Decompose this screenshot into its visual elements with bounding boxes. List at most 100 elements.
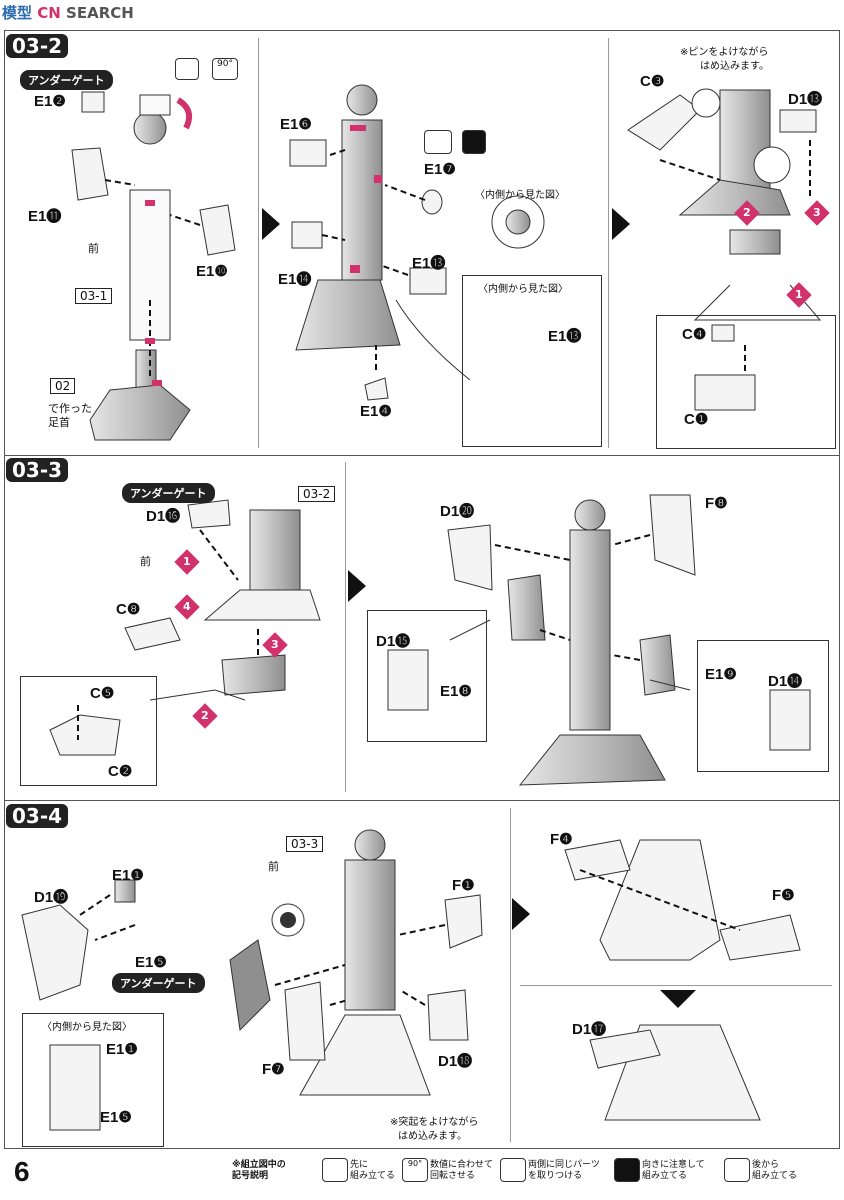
flow-arrow-right: [612, 208, 630, 240]
frame-bottom-line: [4, 1148, 840, 1149]
ref-box: 03-2: [298, 486, 336, 502]
part-label: D1⓱: [572, 1021, 607, 1038]
front-label: 前: [88, 242, 99, 255]
part-label: F❺: [772, 887, 795, 904]
part-label: E1⓭: [412, 255, 446, 272]
caution-icon: [614, 1158, 640, 1182]
part-label: E1❾: [705, 666, 737, 683]
legend-text: 組み立てる: [752, 1171, 798, 1181]
frame-left-line: [4, 30, 5, 1148]
part-label: F❽: [705, 495, 728, 512]
legend-text: 後から: [752, 1160, 780, 1170]
panel-divider-e: [520, 985, 832, 986]
part-label: C❺: [90, 685, 115, 702]
part-label: C❸: [640, 73, 665, 90]
inner-view-label: 〈内側から見た図〉: [475, 190, 565, 201]
inner-view-box: [462, 275, 602, 447]
section-title-03-3: 03-3: [6, 458, 69, 482]
rotate-90-icon: 90°: [402, 1158, 428, 1182]
legend-item: 先に 組み立てる: [350, 1160, 395, 1182]
page-number: 6: [14, 1156, 30, 1187]
part-label: F❹: [550, 831, 573, 848]
part-label: C❷: [108, 763, 133, 780]
under-gate-tag: アンダーゲート: [20, 70, 113, 90]
made-with-label: で作った: [48, 402, 92, 415]
part-label: E1❼: [424, 161, 456, 178]
part-label: C❽: [116, 601, 141, 618]
legend-title-line: 記号説明: [232, 1171, 269, 1181]
leg-frame-part: [89, 94, 191, 441]
part-label: E1❶: [112, 867, 144, 884]
part-label: F❼: [262, 1061, 285, 1078]
flow-arrow-right: [348, 570, 366, 602]
part-label: E1❶: [106, 1041, 138, 1058]
symbol-legend: 6 ※組立図中の 記号説明 先に 組み立てる 90° 数値に合わせて 回転させる…: [0, 1152, 844, 1200]
ref-box: 03-1: [75, 288, 113, 304]
deg-label: 90°: [407, 1159, 423, 1168]
rotate-arrow: [176, 97, 193, 130]
legend-item: 後から 組み立てる: [752, 1160, 797, 1182]
inner-view-label: 〈内側から見た図〉: [478, 284, 568, 295]
rotate-90-icon: 90°: [212, 58, 238, 80]
part-label: C❶: [684, 411, 709, 428]
deg-label: 90°: [217, 59, 233, 69]
part-label: D1⓮: [768, 673, 803, 690]
part-label: E1❹: [360, 403, 392, 420]
bump-note: ※突起をよけながら: [390, 1117, 479, 1128]
legend-text: 数値に合わせて: [430, 1160, 494, 1170]
panel-divider-c: [345, 462, 346, 792]
legend-text: 組み立てる: [642, 1171, 688, 1181]
post-assemble-icon: [724, 1158, 750, 1182]
part-label: D1⓰: [146, 508, 181, 525]
flow-arrow-right: [262, 208, 280, 240]
part-label: E1❿: [196, 263, 228, 280]
legend-text: 組み立てる: [350, 1171, 396, 1181]
detail-box: [697, 640, 829, 772]
frame-top-line: [4, 30, 840, 31]
legend-item: 向きに注意して 組み立てる: [642, 1160, 705, 1182]
under-gate-tag: アンダーゲート: [112, 973, 205, 993]
ref-box: 03-3: [286, 836, 324, 852]
legend-text: 回転させる: [430, 1171, 476, 1181]
pre-assemble-icon: [322, 1158, 348, 1182]
panel-divider-b: [608, 38, 609, 448]
section-title-03-2: 03-2: [6, 34, 69, 58]
flow-arrow-right: [512, 898, 530, 930]
part-label: E1❻: [280, 116, 312, 133]
legend-text: 向きに注意して: [642, 1160, 705, 1170]
ref-box: 02: [50, 378, 76, 394]
frame-divider-1: [4, 455, 840, 456]
site-watermark: 模型 CN SEARCH: [2, 2, 134, 23]
part-label: E1⓫: [28, 208, 62, 225]
legend-title-line: ※組立図中の: [232, 1160, 286, 1170]
bump-note: はめ込みます。: [398, 1131, 467, 1142]
part-label: D1⓴: [440, 503, 475, 520]
front-label: 前: [268, 860, 279, 873]
legend-title: ※組立図中の 記号説明: [232, 1160, 286, 1182]
inner-view-box: [22, 1013, 164, 1147]
watermark-site: SEARCH: [66, 4, 134, 22]
panel-divider-d: [510, 808, 511, 1142]
part-label: D1⓲: [438, 1053, 473, 1070]
both-sides-icon: [424, 130, 452, 154]
part-label: E1❽: [440, 683, 472, 700]
detail-box: [20, 676, 157, 786]
part-label: E1⓮: [278, 271, 312, 288]
flow-arrow-down: [660, 990, 696, 1008]
frame-divider-2: [4, 800, 840, 801]
legend-text: 先に: [350, 1160, 369, 1170]
part-label: D1⓭: [788, 91, 823, 108]
legend-item: 数値に合わせて 回転させる: [430, 1160, 493, 1182]
made-with-label: 足首: [48, 416, 70, 429]
part-label: D1⓳: [34, 889, 69, 906]
knee-frame-part: [295, 84, 401, 351]
frame-right-line: [839, 30, 840, 1148]
part-label: E1❺: [100, 1109, 132, 1126]
part-label: E1❺: [135, 954, 167, 971]
part-label: E1⓭: [548, 328, 582, 345]
watermark-mark: CN: [37, 4, 61, 22]
legend-text: を取りつける: [528, 1171, 583, 1181]
legend-text: 両側に同じパーツ: [528, 1160, 600, 1170]
section-title-03-4: 03-4: [6, 804, 69, 828]
